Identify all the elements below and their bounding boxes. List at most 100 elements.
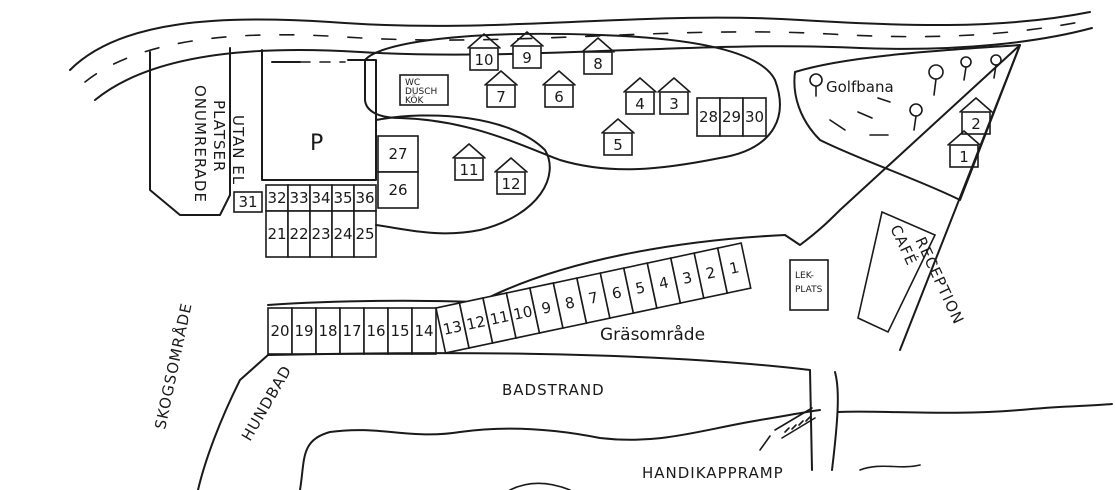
reception-building: RECEPTION CAFÉ <box>857 210 968 334</box>
cabin-1-label: 1 <box>959 148 969 166</box>
cabin-1: 1 <box>947 130 981 168</box>
wc-building: WC DUSCH KÖK <box>399 74 449 106</box>
cabin-7-body <box>486 84 516 108</box>
parking-label: P <box>310 131 323 156</box>
site-25-label: 25 <box>355 225 374 243</box>
site-row-15-label: 15 <box>390 322 409 340</box>
cabin-9-roof <box>510 31 544 47</box>
cabin-6-roof <box>542 70 576 86</box>
lek-label: LEK- <box>795 271 814 281</box>
water-wave <box>859 464 921 471</box>
site-row-8: 8 <box>552 277 588 330</box>
right-road <box>899 44 1021 351</box>
site-row-15: 15 <box>387 307 413 355</box>
site-row-1-label: 1 <box>728 258 741 278</box>
water-edge-right <box>837 403 1113 414</box>
site-row-7: 7 <box>575 272 611 325</box>
cabin-3: 3 <box>657 77 691 115</box>
site-32: 32 <box>265 184 289 212</box>
site-row-20: 20 <box>267 307 293 355</box>
cabin-12-body <box>496 171 526 195</box>
site-row-19-label: 19 <box>294 322 313 340</box>
site-33-label: 33 <box>289 189 308 207</box>
unnumbered-area-outline <box>149 51 231 216</box>
cabin-12-roof <box>494 157 528 173</box>
golf-trees <box>809 54 1002 136</box>
site-row-6-label: 6 <box>610 283 623 303</box>
cabin-12-label: 12 <box>501 175 520 193</box>
parking-area: P <box>261 49 377 181</box>
cabin-4-label: 4 <box>635 95 645 113</box>
site-29-label: 29 <box>722 108 741 126</box>
site-35: 35 <box>331 184 355 212</box>
site-row-13-label: 13 <box>441 317 463 339</box>
site-28-label: 28 <box>699 108 718 126</box>
site-33: 33 <box>287 184 311 212</box>
cabin-6: 6 <box>542 70 576 108</box>
site-row-11: 11 <box>482 292 517 344</box>
site-25: 25 <box>353 210 377 258</box>
beach-top <box>267 352 813 471</box>
water-wave-2 <box>509 482 571 490</box>
label-utan-el: UTAN EL <box>229 115 247 185</box>
site-34-label: 34 <box>311 189 330 207</box>
site-32-label: 32 <box>267 189 286 207</box>
cabin-8: 8 <box>581 37 615 75</box>
site-row-16: 16 <box>363 307 389 355</box>
site-31: 31 <box>233 191 263 213</box>
site-row-17: 17 <box>339 307 365 355</box>
site-24-label: 24 <box>333 225 352 243</box>
inner-peninsula <box>375 114 551 235</box>
lek-plats-label: PLATS <box>795 285 823 295</box>
cabin-9-body <box>512 45 542 69</box>
site-21: 21 <box>265 210 289 258</box>
water-edge <box>299 409 821 490</box>
site-27-label: 27 <box>388 145 407 163</box>
cabin-island <box>364 32 781 171</box>
cabin-8-roof <box>581 37 615 53</box>
site-row-8-label: 8 <box>563 293 576 313</box>
site-row-1: 1 <box>716 242 752 295</box>
site-row-4: 4 <box>646 257 682 310</box>
golf-area <box>793 44 1021 201</box>
cabin-5: 5 <box>601 118 635 156</box>
cabin-10-body <box>469 47 499 71</box>
cabin-11-roof <box>452 143 486 159</box>
site-row-14: 14 <box>411 307 437 355</box>
wc-label: WC <box>405 78 420 88</box>
cabin-4-roof <box>623 77 657 93</box>
cabin-6-body <box>544 84 574 108</box>
site-row-5-label: 5 <box>634 278 647 298</box>
site-row-2: 2 <box>693 247 729 300</box>
site-34: 34 <box>309 184 333 212</box>
cabin-9: 9 <box>510 31 544 69</box>
cabin-9-label: 9 <box>522 49 532 67</box>
site-22-label: 22 <box>289 225 308 243</box>
cabin-5-roof <box>601 118 635 134</box>
cabin-8-label: 8 <box>593 55 603 73</box>
site-25-box <box>353 210 377 258</box>
cabin-7: 7 <box>484 70 518 108</box>
cabin-11-label: 11 <box>459 161 478 179</box>
road <box>69 11 1093 101</box>
site-row-14-label: 14 <box>414 322 433 340</box>
cabin-10-label: 10 <box>474 51 493 69</box>
cabin-3-body <box>659 91 689 115</box>
cabin-7-roof <box>484 70 518 86</box>
site-26-box <box>377 171 419 209</box>
site-row-9-label: 9 <box>540 298 553 318</box>
cabin-7-label: 7 <box>496 88 506 106</box>
site-row-18-label: 18 <box>318 322 337 340</box>
site-21-label: 21 <box>267 225 286 243</box>
site-22: 22 <box>287 210 311 258</box>
cabin-10-roof <box>467 33 501 49</box>
ramp <box>759 407 816 451</box>
cabin-5-label: 5 <box>613 136 623 154</box>
label-platser: PLATSER <box>210 100 228 172</box>
site-row-2-label: 2 <box>704 263 717 283</box>
ramp-label: HANDIKAPPRAMP <box>642 464 784 482</box>
site-row-4-label: 4 <box>657 273 670 293</box>
